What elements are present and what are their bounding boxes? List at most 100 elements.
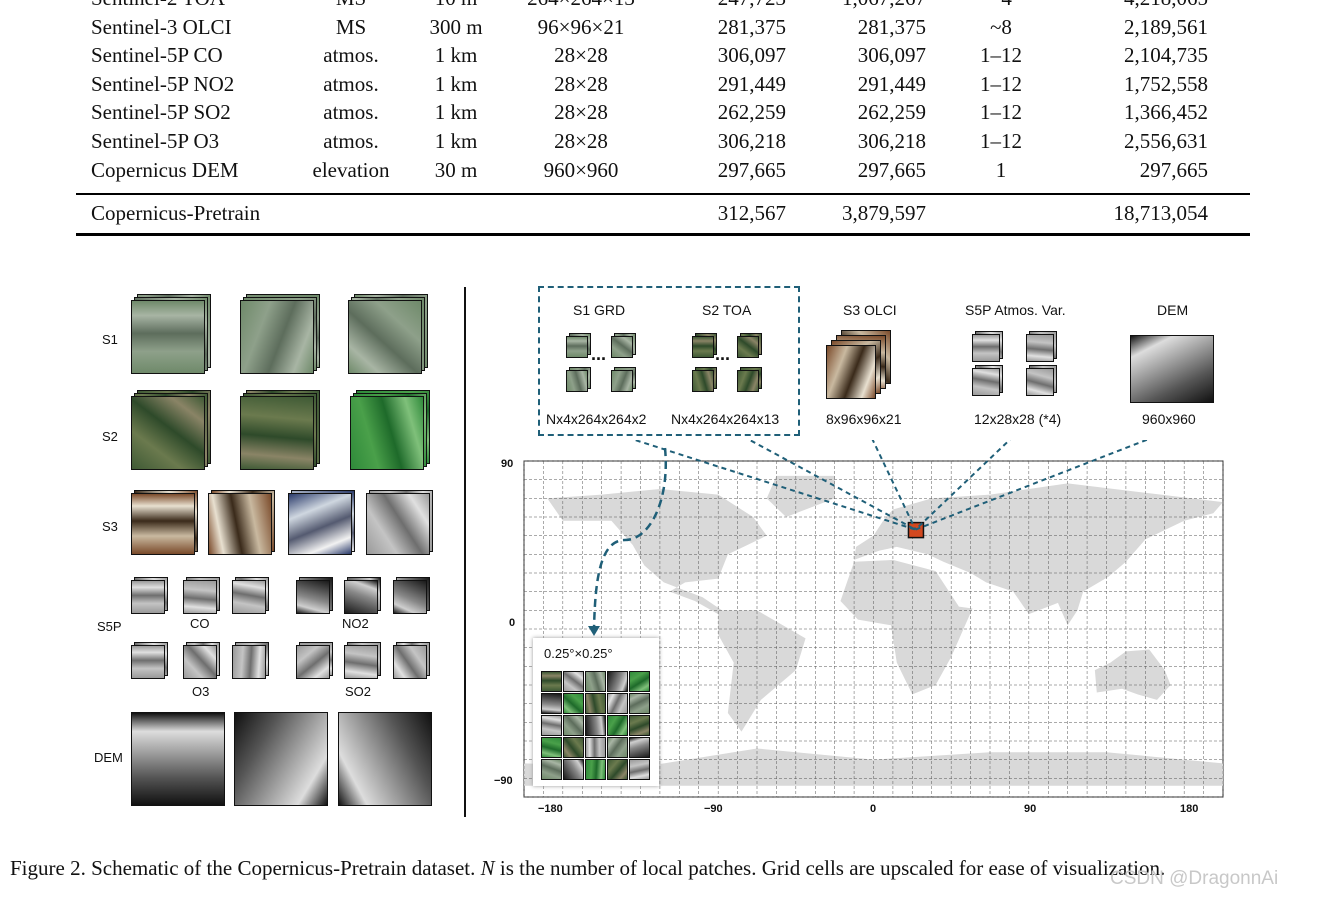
s5p-label-co: CO	[190, 616, 210, 631]
s1-ellipsis: ...	[591, 344, 607, 364]
inset-cell	[607, 715, 628, 736]
image-layer	[131, 712, 225, 806]
table-cell-resolution: 1 km	[434, 129, 478, 153]
table-cell-images: 2,556,631	[1124, 129, 1208, 153]
table-cell-resolution: 10 m	[416, 0, 496, 11]
y-tick-neg90: −90	[494, 775, 513, 787]
image-layer	[366, 493, 430, 555]
table-cell-images: 2,104,735	[1124, 43, 1208, 68]
table-cell-grids: 281,375	[717, 14, 786, 39]
image-layer	[131, 493, 195, 555]
x-tick-neg180: −180	[538, 803, 563, 815]
table-cell-patches: 262,259	[857, 100, 926, 125]
table-total-row: Copernicus-Pretrain 312,567 3,879,597 18…	[76, 201, 1250, 229]
table-cell-grids: 247,723	[666, 0, 786, 11]
link-line	[871, 440, 917, 531]
image-layer	[131, 396, 205, 470]
image-layer	[1130, 335, 1214, 403]
image-layer	[131, 300, 205, 374]
table-cell-grids: 262,259	[717, 100, 786, 125]
table-cell-images: 4,218,065	[1076, 0, 1208, 11]
image-layer	[692, 336, 714, 358]
image-layer	[1026, 368, 1054, 396]
image-layer	[692, 370, 714, 392]
table-row: Sentinel-2 TOAMS10 m264×264×13247,7231,0…	[76, 0, 1250, 14]
table-cell-grids: 306,097	[717, 43, 786, 68]
watermark: CSDN @DragonnAi	[1110, 868, 1279, 889]
inset-cell	[629, 693, 650, 714]
inset-cell	[563, 693, 584, 714]
row-label-s3: S3	[102, 519, 118, 534]
table-cell-timestamps: 1–12	[980, 100, 1022, 125]
figure-caption: Figure 2. Schematic of the Copernicus-Pr…	[10, 856, 1165, 881]
inset-cell	[585, 693, 606, 714]
table-cell-resolution: 30 m	[434, 157, 478, 182]
s5p-label-o3: O3	[192, 684, 210, 699]
table-cell-patch: 28×28	[554, 43, 608, 68]
table-cell-patch: 960×960	[543, 157, 619, 182]
image-layer	[240, 396, 314, 470]
table-cell-patch: 28×28	[554, 71, 608, 96]
inset-cell	[541, 693, 562, 714]
table-cell-patches: 281,375	[857, 14, 926, 39]
link-line	[915, 440, 1150, 531]
table-cell-patch: 96×96×21	[537, 14, 625, 39]
s5p-label-no2: NO2	[342, 616, 369, 631]
inset-cell	[541, 671, 562, 692]
inset-cell	[563, 737, 584, 758]
image-layer	[566, 336, 588, 358]
image-layer	[183, 580, 217, 614]
x-tick-neg90: −90	[704, 803, 723, 815]
australia-land	[1094, 649, 1171, 700]
row-label-s1: S1	[102, 332, 118, 347]
image-layer	[208, 493, 272, 555]
image-layer	[737, 370, 759, 392]
table-cell-timestamps: 1	[995, 157, 1007, 182]
table-cell-modality: atmos.	[323, 129, 379, 153]
inset-cell	[541, 737, 562, 758]
inset-cell	[607, 671, 628, 692]
total-grids: 312,567	[717, 201, 786, 225]
inset-cell	[541, 715, 562, 736]
table-bottomrule	[76, 233, 1250, 236]
image-layer	[240, 300, 314, 374]
panel-divider	[464, 287, 466, 817]
table-cell-patches: 1,067,267	[796, 0, 926, 11]
table-cell-patch: 28×28	[554, 100, 608, 125]
total-dataset: Copernicus-Pretrain	[91, 201, 261, 225]
table-cell-patch: 28×28	[554, 129, 608, 153]
table-cell-timestamps: 1–12	[980, 71, 1022, 96]
grid-inset: 0.25°×0.25°	[533, 638, 659, 786]
table-cell-resolution: 1 km	[434, 71, 478, 96]
s3-shape-label: 8x96x96x21	[826, 411, 902, 427]
table-cell-grids: 306,218	[717, 129, 786, 153]
image-layer	[131, 580, 165, 614]
row-label-s2: S2	[102, 429, 118, 444]
table-cell-dataset: Copernicus DEM	[91, 157, 239, 182]
image-layer	[826, 345, 876, 399]
inset-cell	[585, 737, 606, 758]
inset-cell	[585, 759, 606, 780]
table-cell-modality: MS	[296, 0, 406, 11]
total-images: 18,713,054	[1113, 201, 1209, 225]
image-layer	[232, 645, 266, 679]
image-layer	[344, 645, 378, 679]
dem-title: DEM	[1157, 302, 1189, 318]
image-layer	[348, 300, 422, 374]
link-line	[747, 440, 916, 531]
inset-cell	[563, 671, 584, 692]
inset-cell	[629, 737, 650, 758]
eurasia-land	[854, 483, 1223, 626]
inset-cell	[629, 759, 650, 780]
image-layer	[296, 645, 330, 679]
s5p-atmos-title: S5P Atmos. Var.	[965, 302, 1066, 318]
y-tick-0: 0	[509, 617, 516, 629]
inset-grid	[541, 671, 651, 781]
s1-s2-dashed-box	[538, 286, 800, 436]
table-cell-dataset: Sentinel-5P O3	[91, 129, 220, 153]
image-layer	[611, 370, 633, 392]
inset-arrowhead	[588, 626, 600, 636]
